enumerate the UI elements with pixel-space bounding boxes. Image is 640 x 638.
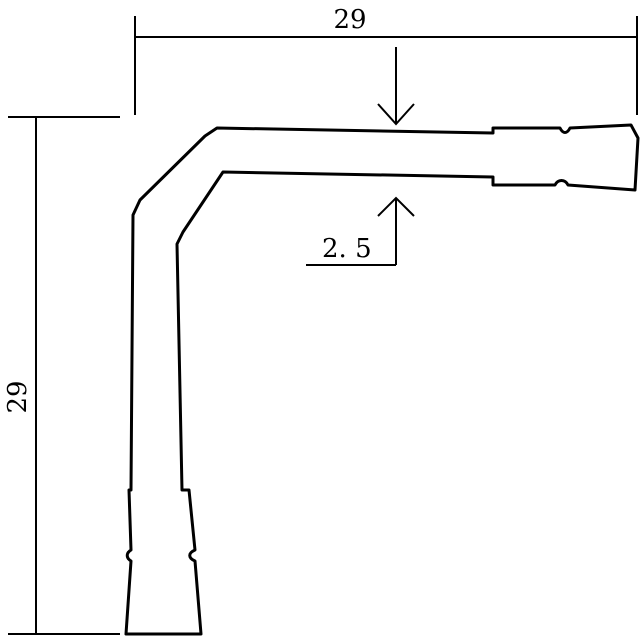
thickness-label: 2. 5 xyxy=(322,234,372,264)
height-label: 29 xyxy=(3,380,33,413)
wrench-body xyxy=(124,123,640,636)
wrench-outer-edge xyxy=(124,123,640,636)
width-label: 29 xyxy=(333,5,366,35)
thickness-arrow-top-head xyxy=(377,103,415,126)
thickness-callout: 2. 5 xyxy=(306,47,415,266)
top-dimension: 29 xyxy=(134,5,638,115)
left-dimension: 29 xyxy=(3,116,120,635)
thickness-arrow-bottom-head xyxy=(377,196,415,217)
